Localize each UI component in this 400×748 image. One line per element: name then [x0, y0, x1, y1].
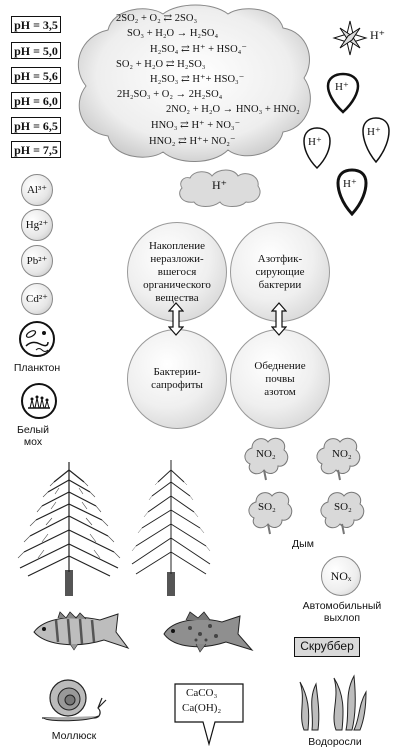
raindrop-icon	[326, 72, 360, 114]
smoke-particle-label: NO₂	[332, 448, 352, 460]
algae-icon	[299, 674, 367, 731]
lime-formula-2: Ca(OH)₂	[182, 702, 222, 714]
nox-circle: NOₓ	[321, 556, 361, 596]
moss-label: Белый мох	[17, 424, 49, 448]
circle-saprophytes-text: Бактерии-сапрофиты	[151, 366, 203, 391]
algae-label: Водоросли	[308, 736, 362, 748]
double-arrow-icon	[168, 302, 184, 336]
equation: 2SO₂ + O₂ ⇄ 2SO₃	[116, 13, 198, 24]
equation: HNO₂ ⇄ H⁺+ NO₂⁻	[149, 136, 236, 147]
smoke-puff-icon	[320, 491, 365, 535]
drop-ion-label: H⁺	[308, 136, 322, 148]
circle-depletion: Обеднение почвы азотом	[230, 329, 330, 429]
equation: SO₃ + H₂O → H₂SO₄	[127, 28, 219, 39]
ph-box: pH = 7,5	[11, 141, 61, 158]
circle-depletion-text: Обеднение почвы азотом	[254, 359, 306, 398]
drop-ion-label: H⁺	[343, 178, 357, 190]
smoke-label: Дым	[292, 538, 314, 550]
star-icon	[332, 20, 368, 56]
perch-fish-icon	[33, 611, 130, 651]
h-plus-label: H⁺	[370, 28, 385, 42]
acid-cloud-shape	[77, 4, 311, 162]
drop-ion-label: H⁺	[335, 81, 349, 93]
circle-nitrogen-fixing-text: Азотфик-сирующие бактерии	[255, 252, 305, 291]
ph-box: pH = 6,0	[11, 92, 61, 109]
plankton-label: Планктон	[13, 362, 61, 374]
raindrop-icon	[362, 117, 390, 164]
healthy-pine-icon	[17, 462, 121, 596]
mercury-ion: Hg²⁺	[21, 209, 53, 241]
moss-icon	[21, 383, 57, 419]
lime-callout-shape	[174, 683, 244, 746]
cadmium-ion: Cd²⁺	[21, 283, 53, 315]
drop-ion-label: H⁺	[367, 126, 381, 138]
scrubber-box: Скруббер	[294, 637, 360, 657]
ph-box: pH = 3,5	[11, 16, 61, 33]
small-cloud-shape	[179, 169, 261, 207]
small-cloud-label: H⁺	[212, 178, 227, 192]
smoke-puff-icon	[244, 437, 289, 481]
equation: H₂SO₃ ⇄ H⁺+ HSO₃⁻	[150, 74, 245, 85]
smoke-particle-label: SO₂	[258, 501, 276, 513]
circle-accumulation-text: Накопление неразложи-вшегося органическо…	[143, 239, 211, 304]
raindrop-icon	[336, 168, 368, 216]
equation: HNO₃ ⇄ H⁺ + NO₃⁻	[151, 120, 241, 131]
snail-icon	[42, 679, 107, 722]
ph-box: pH = 6,5	[11, 117, 61, 134]
equation: 2H₂SO₃ + O₂ → 2H₂SO₄	[117, 89, 223, 100]
raindrop-icon	[303, 127, 331, 170]
smoke-particle-label: SO₂	[334, 501, 352, 513]
ph-box: pH = 5,0	[11, 42, 61, 59]
equation: H₂SO₄ ⇄ H⁺ + HSO₄⁻	[150, 44, 247, 55]
lead-ion: Pb²⁺	[21, 245, 53, 277]
smoke-puff-icon	[248, 491, 293, 535]
damaged-pine-icon	[131, 460, 211, 596]
lime-formula-1: CaCO₃	[186, 687, 218, 699]
smoke-particle-label: NO₂	[256, 448, 276, 460]
ph-box: pH = 5,6	[11, 67, 61, 84]
equation: SO₂ + H₂O ⇄ H₂SO₃	[116, 59, 206, 70]
aluminium-ion: Al³⁺	[21, 174, 53, 206]
snail-label: Моллюск	[51, 730, 97, 742]
smoke-puff-icon	[316, 437, 361, 481]
plankton-icon	[19, 321, 55, 357]
double-arrow-icon	[271, 302, 287, 336]
bass-fish-icon	[163, 611, 254, 653]
equation: 2NO₂ + H₂O → HNO₃ + HNO₂	[166, 104, 300, 115]
circle-saprophytes: Бактерии-сапрофиты	[127, 329, 227, 429]
exhaust-label: Автомобильный выхлоп	[302, 600, 382, 624]
